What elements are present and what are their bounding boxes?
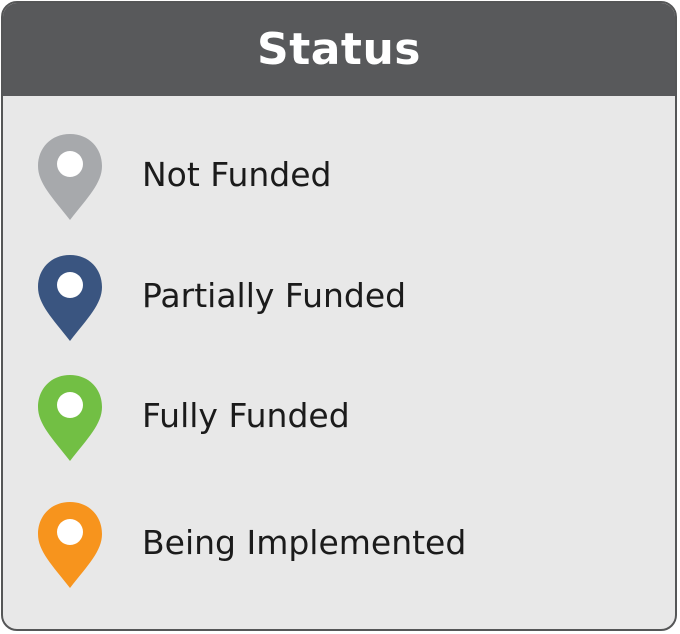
legend-label: Not Funded — [142, 155, 332, 194]
legend-item-not-funded: Not Funded — [3, 131, 675, 231]
map-pin-icon — [38, 502, 102, 588]
legend-label: Being Implemented — [142, 523, 467, 562]
legend-title: Status — [257, 24, 421, 75]
map-pin-icon — [38, 255, 102, 341]
legend-header: Status — [3, 3, 675, 96]
map-pin-icon — [38, 375, 102, 461]
legend-item-partially-funded: Partially Funded — [3, 252, 675, 352]
legend-item-fully-funded: Fully Funded — [3, 372, 675, 472]
map-pin-icon — [38, 134, 102, 220]
legend-item-being-implemented: Being Implemented — [3, 499, 675, 599]
legend-label: Fully Funded — [142, 396, 350, 435]
legend-label: Partially Funded — [142, 276, 407, 315]
